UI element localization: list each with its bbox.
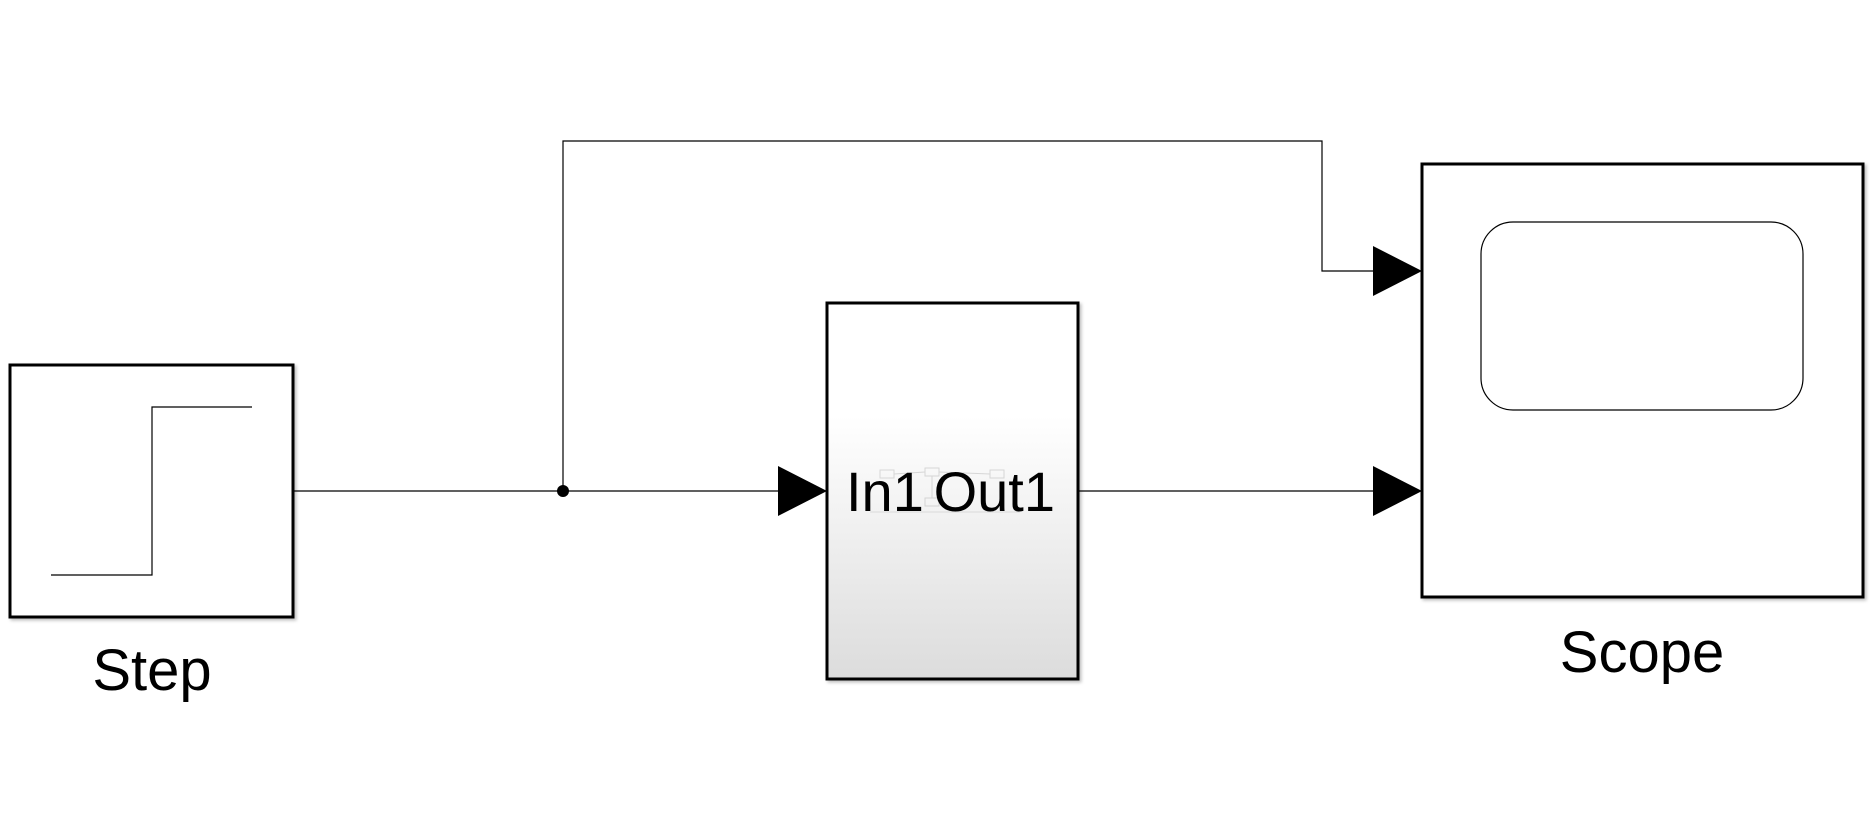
subsystem-port-in-label: In1 bbox=[846, 460, 924, 523]
step-block-label: Step bbox=[92, 638, 211, 703]
scope-input-arrow-1 bbox=[1373, 246, 1422, 296]
subsystem-icon bbox=[870, 467, 1020, 513]
signal-lines bbox=[294, 140, 1375, 497]
subsystem-block[interactable]: In1 Out1 bbox=[825, 301, 1080, 681]
signal-line-branch-to-scope-port1[interactable] bbox=[562, 140, 1375, 491]
scope-block[interactable]: Scope bbox=[1420, 162, 1865, 685]
arrowheads bbox=[778, 246, 1422, 516]
subsystem-input-arrow bbox=[778, 466, 827, 516]
subsystem-block-frame[interactable] bbox=[825, 301, 1080, 681]
branch-point[interactable] bbox=[557, 485, 569, 497]
scope-input-arrow-2 bbox=[1373, 466, 1422, 516]
step-function-icon bbox=[51, 406, 252, 576]
scope-block-label: Scope bbox=[1560, 620, 1724, 685]
scope-display-icon bbox=[1480, 221, 1804, 411]
step-block[interactable]: Step bbox=[8, 363, 295, 703]
subsystem-port-out-label: Out1 bbox=[934, 460, 1055, 523]
